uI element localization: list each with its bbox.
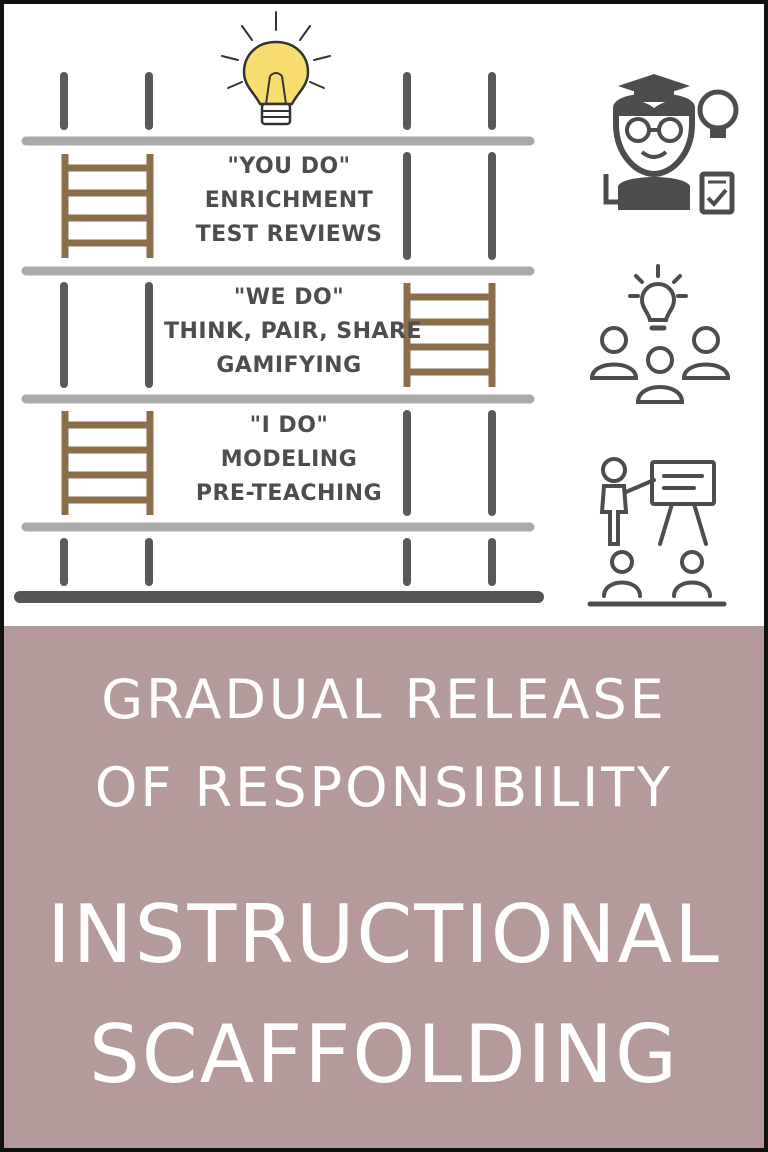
level-heading: "WE DO" (233, 285, 345, 310)
level-activity: MODELING (220, 447, 358, 472)
level-heading: "I DO" (249, 413, 329, 438)
lightbulb-icon (221, 11, 331, 126)
level-activity: ENRICHMENT (204, 188, 374, 213)
scaffold-diagram-panel: "YOU DO" ENRICHMENT TEST REVIEWS "WE DO"… (4, 4, 764, 626)
main-title-line-1: INSTRUCTIONAL (47, 888, 721, 981)
level-activity: PRE-TEACHING (195, 481, 383, 506)
ladder-top-left (61, 154, 154, 258)
teacher-student-icon (603, 74, 739, 215)
level-you-do: "YOU DO" ENRICHMENT TEST REVIEWS (164, 150, 414, 252)
ladder-bottom-left (61, 411, 154, 515)
main-title-line-2: SCAFFOLDING (89, 1008, 679, 1101)
level-heading: "YOU DO" (227, 154, 351, 179)
level-activity: THINK, PAIR, SHARE (164, 319, 423, 344)
level-activity: TEST REVIEWS (195, 222, 383, 247)
subtitle-line-2: OF RESPONSIBILITY (94, 756, 674, 819)
group-idea-icon (589, 264, 731, 404)
scaffold-planks (21, 136, 535, 532)
level-i-do: "I DO" MODELING PRE-TEACHING (164, 409, 414, 511)
subtitle-line-1: GRADUAL RELEASE (101, 668, 667, 731)
scaffold-diagram (14, 11, 739, 607)
ladder-middle-right (403, 283, 496, 387)
title-banner: GRADUAL RELEASE OF RESPONSIBILITY INSTRU… (4, 626, 764, 1148)
scaffold-poles (60, 72, 496, 586)
level-we-do: "WE DO" THINK, PAIR, SHARE GAMIFYING (164, 281, 423, 383)
presentation-icon (587, 457, 727, 607)
level-activity: GAMIFYING (216, 353, 362, 378)
